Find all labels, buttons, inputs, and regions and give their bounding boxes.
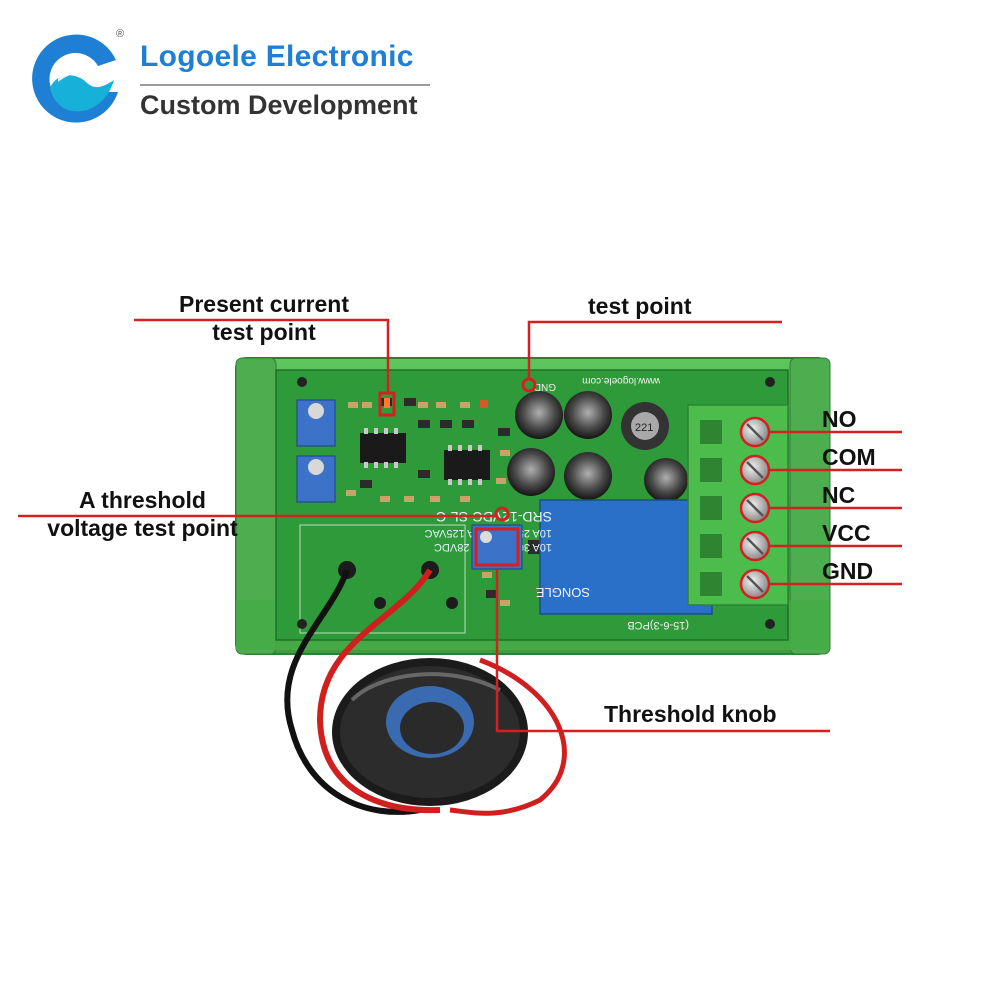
capacitor: [507, 448, 555, 496]
callout-lines: [18, 318, 902, 733]
terminal-label-no: NO: [822, 406, 857, 432]
label-present-current-test-point: Present current test point: [160, 290, 368, 346]
terminal-label-vcc: VCC: [822, 520, 871, 546]
ic-chip-1: [360, 433, 406, 463]
black-wire: [284, 569, 421, 815]
label-line: test point: [212, 319, 316, 345]
pcb-code: (15-6-3)PCB: [627, 619, 689, 631]
label-test-point: test point: [588, 293, 692, 319]
logo-icon: [32, 34, 120, 126]
label-line: voltage test point: [47, 515, 238, 541]
registered-mark: ®: [116, 28, 125, 40]
threshold-voltage-test-point-marker: [494, 506, 510, 522]
label-line: A threshold: [79, 487, 206, 513]
terminal-label-com: COM: [822, 444, 876, 470]
threshold-knob-potentiometer: [471, 524, 523, 570]
terminal-label-gnd: GND: [822, 558, 874, 584]
label-threshold-knob: Threshold knob: [604, 701, 777, 727]
inductor-label: 221: [635, 422, 653, 434]
brand-name: Logoele Electronic: [140, 40, 414, 73]
capacitor: [515, 391, 563, 439]
label-line: Present current: [178, 291, 349, 317]
logo-divider: [140, 84, 430, 86]
gnd-silkscreen: GND: [534, 381, 556, 392]
ic-chip-2: [444, 450, 490, 480]
relay: [539, 499, 713, 615]
label-threshold-voltage-test-point: A threshold voltage test point: [30, 486, 255, 542]
capacitor: [564, 391, 612, 439]
red-wire: [316, 568, 441, 814]
capacitor: [564, 452, 612, 500]
relay-brand: SONGLE: [535, 585, 590, 600]
terminal-label-nc: NC: [822, 482, 856, 508]
website-silkscreen: www.logoele.com: [582, 375, 661, 386]
capacitor: [644, 458, 688, 502]
brand-tagline: Custom Development: [140, 90, 418, 120]
